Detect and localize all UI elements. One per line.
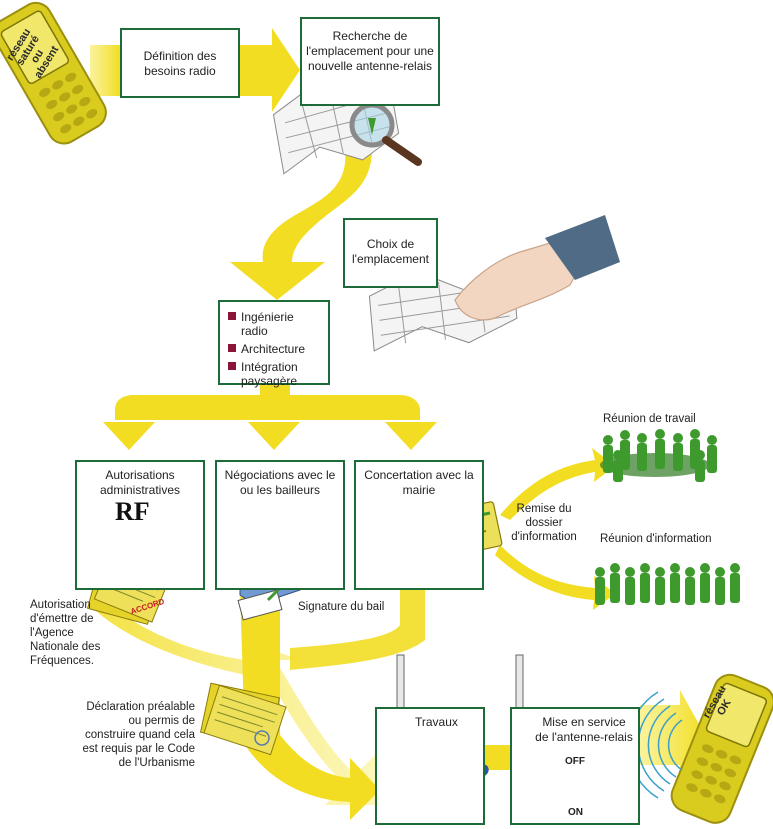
autorisation-anfr-label: Autorisation d'émettre de l'Agence Natio…: [30, 599, 101, 667]
engineering-item-label: Ingénierie radio: [241, 310, 294, 338]
crowd-information-icon: [595, 563, 740, 605]
step-choix-text: Choix de l'emplacement: [352, 237, 429, 266]
phone-end-icon: [670, 673, 773, 824]
bullet-square: [228, 362, 236, 370]
engineering-item: Ingénierie radio: [228, 310, 322, 338]
step-negociations-box: Négociations avec le ou les bailleurs: [215, 460, 345, 590]
switch-off-label: OFF: [565, 756, 585, 767]
engineering-item: Architecture: [228, 342, 322, 356]
step-travaux-box: Travaux: [375, 707, 485, 825]
arrow-recherche-to-engineering: [230, 140, 373, 300]
step-autorisations-box: Autorisations administratives RF: [75, 460, 205, 590]
step-travaux-text: Travaux: [415, 715, 458, 729]
arrow-split-left: [103, 422, 155, 450]
remise-dossier-label: Remise du dossier d'information: [511, 503, 577, 543]
step-concertation-text: Concertation avec la mairie: [364, 468, 474, 497]
step-definition-text: Définition des besoins radio: [143, 49, 217, 78]
step-autorisations-text: Autorisations administratives: [99, 468, 181, 497]
rf-label: RF: [115, 497, 150, 526]
reunion-travail-label: Réunion de travail: [603, 413, 696, 425]
engineering-item-label: Intégration paysagère: [241, 360, 298, 388]
engineering-list: Ingénierie radio Architecture Intégratio…: [220, 302, 328, 388]
reunion-information-label: Réunion d'information: [600, 533, 712, 545]
crowd-travail-icon: [600, 429, 717, 482]
phone-start-icon: [0, 1, 107, 145]
arrow-split-right: [385, 422, 437, 450]
switch-on-label: ON: [568, 807, 583, 818]
bullet-square: [228, 344, 236, 352]
arrow-phone-to-definition: [90, 45, 120, 96]
step-mise-en-service-text: Mise en service de l'antenne-relais: [535, 715, 633, 744]
step-concertation-box: Concertation avec la mairie: [354, 460, 484, 590]
arrow-to-reunion-information: [495, 545, 615, 610]
arrow-definition-to-recherche: [240, 28, 300, 112]
bullet-square: [228, 312, 236, 320]
permit-documents-icon: [199, 682, 287, 756]
step-negociations-text: Négociations avec le ou les bailleurs: [224, 468, 336, 497]
arrow-to-reunion-travail: [500, 448, 615, 520]
step-engineering-box: Ingénierie radio Architecture Intégratio…: [218, 300, 330, 388]
step-recherche-box: Recherche de l'emplacement pour une nouv…: [300, 17, 440, 106]
step-recherche-text: Recherche de l'emplacement pour une nouv…: [306, 29, 434, 73]
declaration-label: Déclaration préalable ou permis de const…: [82, 701, 195, 769]
engineering-item: Intégration paysagère: [228, 360, 322, 388]
step-mise-en-service-box: Mise en service de l'antenne-relais OFF …: [510, 707, 640, 825]
arrow-travaux-to-mise: [485, 745, 510, 770]
step-choix-box: Choix de l'emplacement: [343, 218, 438, 288]
arrow-merge-main: [240, 590, 380, 820]
arrow-merge-from-concertation: [290, 590, 425, 670]
step-definition-box: Définition des besoins radio: [120, 28, 240, 98]
signature-bail-label: Signature du bail: [298, 601, 385, 613]
arrow-split-bar: [115, 395, 420, 420]
engineering-item-label: Architecture: [241, 342, 306, 356]
arrow-split-mid: [248, 422, 300, 450]
